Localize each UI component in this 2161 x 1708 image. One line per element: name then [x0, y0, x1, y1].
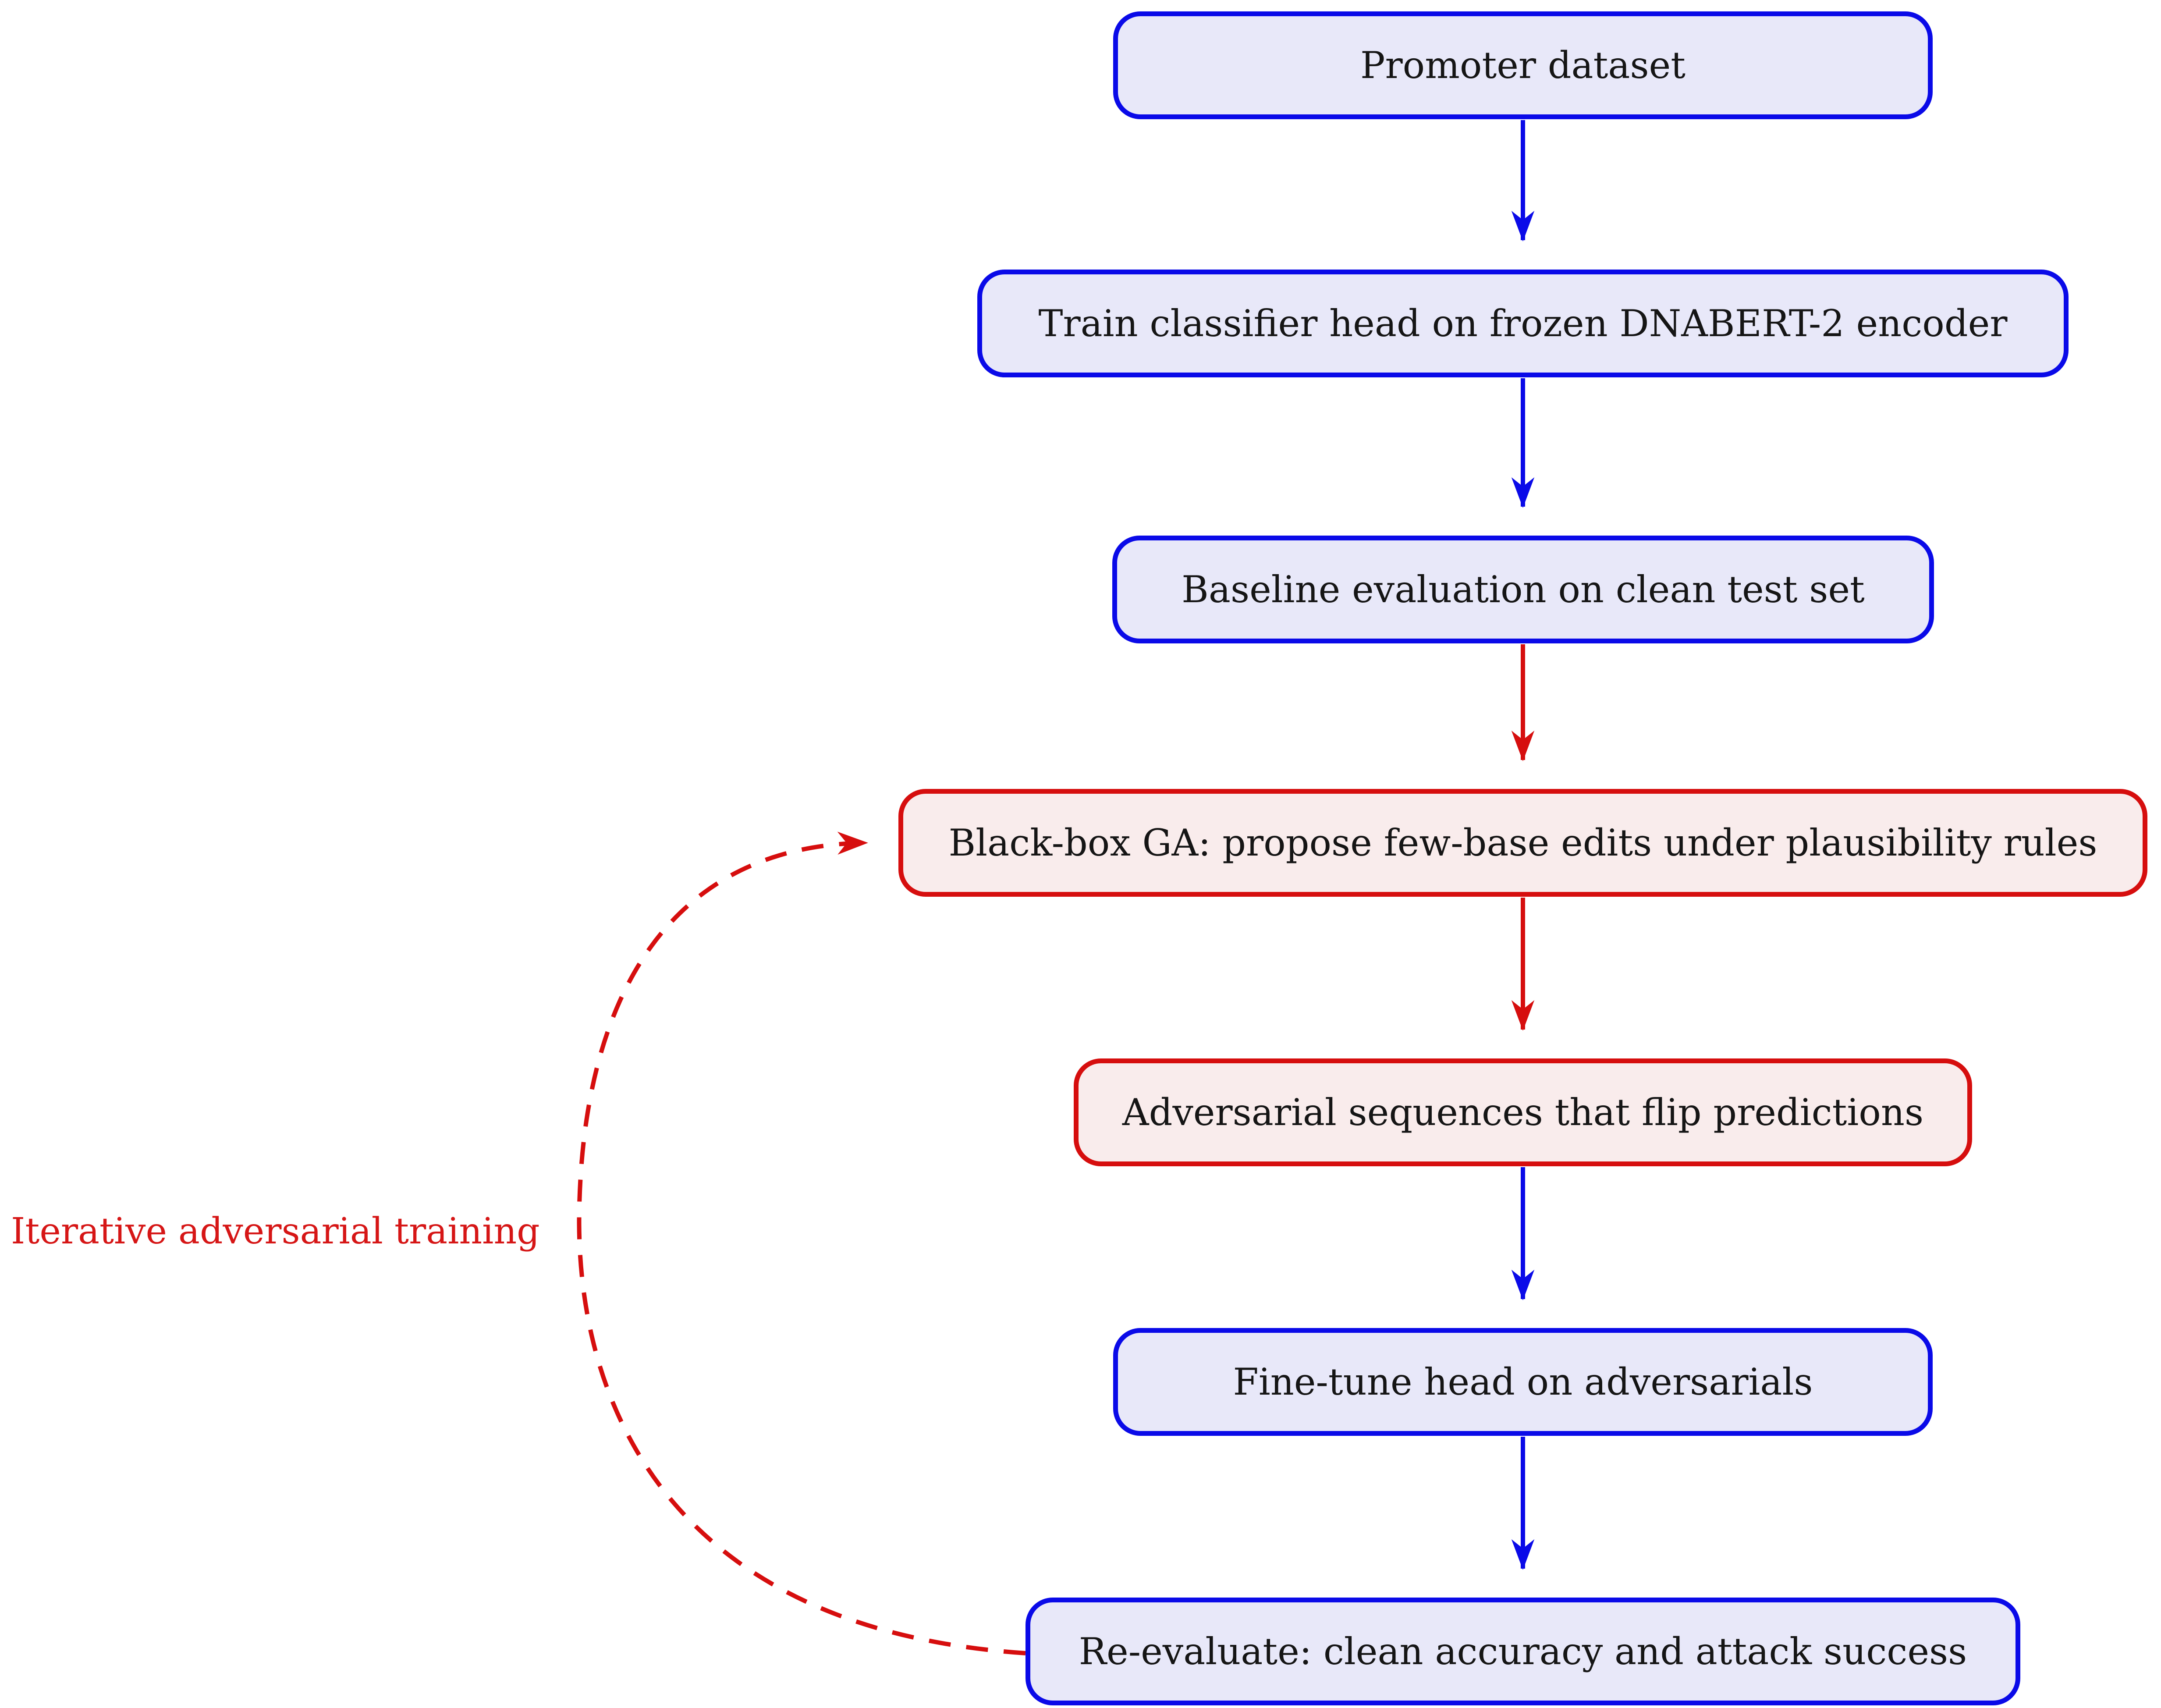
node-label: Fine-tune head on adversarials: [1233, 1360, 1813, 1403]
feedback-arrow-reeval-to-ga: [577, 831, 1026, 1655]
node-re-evaluate: Re-evaluate: clean accuracy and attack s…: [1025, 1598, 2020, 1705]
node-black-box-ga: Black-box GA: propose few-base edits und…: [898, 789, 2147, 897]
node-promoter-dataset: Promoter dataset: [1113, 11, 1933, 119]
node-label: Adversarial sequences that flip predicti…: [1122, 1091, 1924, 1134]
node-label: Baseline evaluation on clean test set: [1182, 568, 1865, 611]
node-label: Black-box GA: propose few-base edits und…: [948, 821, 2097, 864]
node-label: Re-evaluate: clean accuracy and attack s…: [1079, 1630, 1967, 1673]
loop-label-iterative-adversarial-training: Iterative adversarial training: [11, 1211, 540, 1252]
node-label: Promoter dataset: [1360, 44, 1686, 87]
node-adversarial-sequences: Adversarial sequences that flip predicti…: [1074, 1058, 1972, 1166]
node-baseline-evaluation: Baseline evaluation on clean test set: [1112, 536, 1934, 643]
node-fine-tune-head: Fine-tune head on adversarials: [1113, 1328, 1933, 1436]
node-label: Train classifier head on frozen DNABERT-…: [1038, 302, 2008, 345]
node-train-classifier: Train classifier head on frozen DNABERT-…: [977, 270, 2069, 377]
